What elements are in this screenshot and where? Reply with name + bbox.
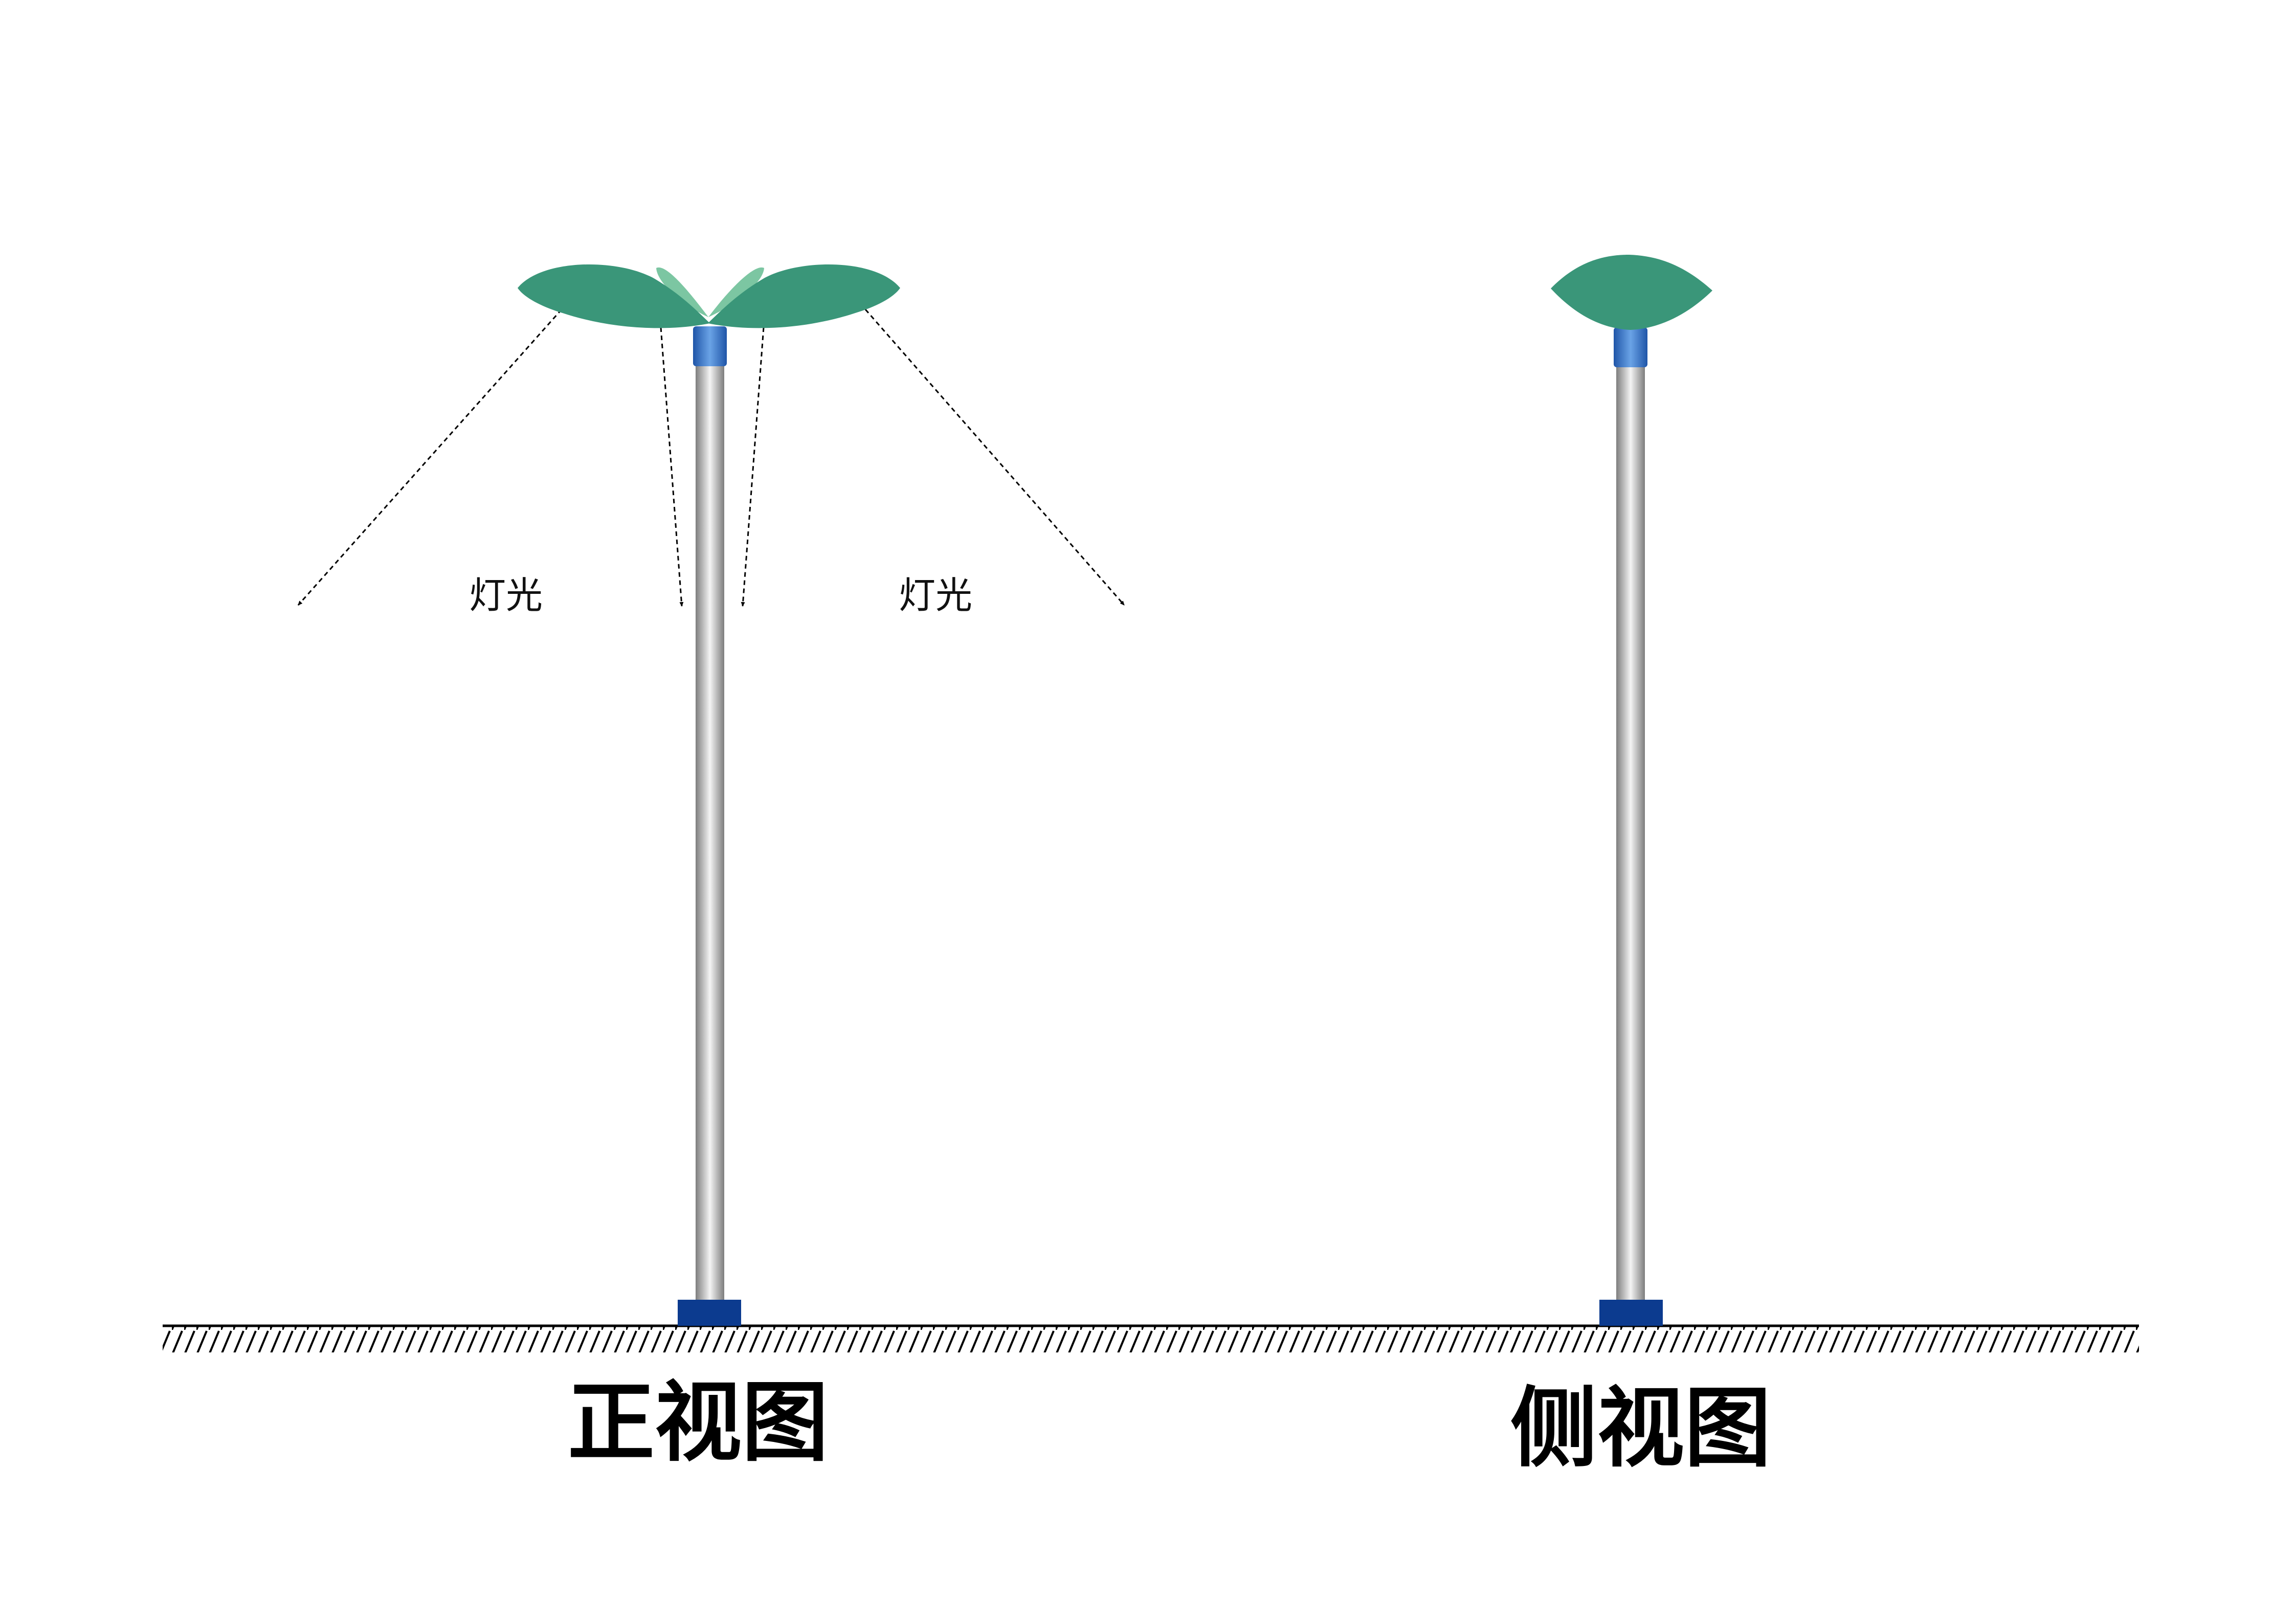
side-view-title: 侧视图 [1510,1378,1771,1479]
light-label-right: 灯光 [899,574,972,617]
light-ray-inner-right [741,327,765,607]
front-base [678,1300,741,1326]
side-view-streetlight: 侧视图 [1510,255,1771,1479]
side-lamp-head [1551,255,1712,330]
side-base [1599,1300,1663,1326]
front-connector [693,326,727,366]
front-view-streetlight: 灯光 灯光 正视图 [297,264,1125,1474]
light-ray-inner-left [660,327,684,607]
front-pole [696,366,724,1301]
ground-hatching [163,1327,2139,1352]
front-inner-petal-right [708,267,764,317]
side-connector [1614,327,1647,367]
front-inner-petal-left [656,267,708,317]
light-ray-outer-left [297,309,563,606]
ground [163,1324,2139,1352]
front-leaf-right [708,264,900,328]
light-label-left: 灯光 [469,574,543,617]
front-view-title: 正视图 [568,1372,829,1474]
side-pole [1616,366,1645,1301]
front-leaf-left [518,264,710,328]
light-rays [297,309,1125,607]
light-ray-outer-right [864,309,1125,606]
